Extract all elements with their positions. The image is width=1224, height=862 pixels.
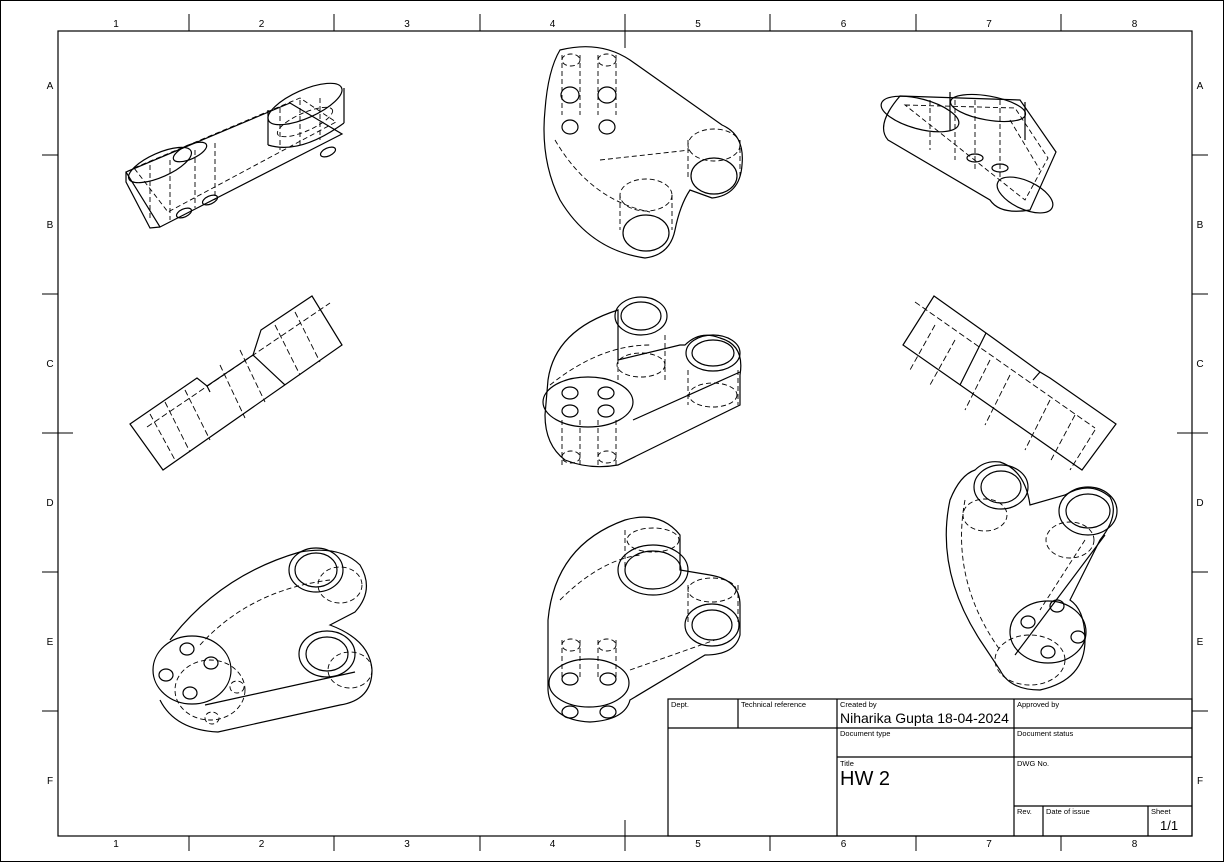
row-label-right: A: [1197, 81, 1204, 92]
title-block-frame: [667, 698, 1193, 837]
column-label-bottom: 2: [259, 839, 265, 850]
isometric-view-1: [125, 82, 345, 229]
column-label-top: 8: [1132, 19, 1138, 30]
zone-ticks: [42, 14, 1208, 851]
row-label-left: A: [47, 81, 54, 92]
row-label-left: D: [46, 498, 53, 509]
side-view-right: [902, 295, 1117, 471]
column-label-bottom: 5: [695, 839, 701, 850]
document-status-label: Document status: [1017, 729, 1074, 738]
isometric-view-9: [945, 461, 1118, 691]
title-label: Title: [840, 759, 854, 768]
isometric-view-3: [880, 92, 1057, 214]
column-label-bottom: 6: [841, 839, 847, 850]
column-label-top: 6: [841, 19, 847, 30]
side-view-left: [129, 295, 343, 471]
isometric-view-8: [547, 516, 741, 723]
isometric-view-7: [152, 547, 373, 733]
document-type-label: Document type: [840, 729, 891, 738]
column-labels-top: 1 2 3 4 5 6 7 8: [113, 19, 1138, 30]
created-by-label: Created by: [840, 700, 877, 709]
row-label-left: B: [47, 220, 54, 231]
row-labels-right: A B C D E F: [1196, 81, 1203, 787]
row-label-right: C: [1196, 359, 1203, 370]
column-label-bottom: 4: [550, 839, 556, 850]
column-label-top: 7: [986, 19, 992, 30]
sheet-label: Sheet: [1151, 807, 1171, 816]
column-label-top: 4: [550, 19, 556, 30]
row-label-right: B: [1197, 220, 1204, 231]
title-value: HW 2: [840, 768, 890, 790]
column-labels-bottom: 1 2 3 4 5 6 7 8: [113, 839, 1138, 850]
created-by-value: Niharika Gupta 18-04-2024: [840, 710, 1009, 726]
rev-label: Rev.: [1017, 807, 1032, 816]
isometric-view-2: [543, 46, 743, 259]
dept-label: Dept.: [671, 700, 689, 709]
row-label-right: D: [1196, 498, 1203, 509]
isometric-view-center: [542, 296, 742, 468]
column-label-bottom: 8: [1132, 839, 1138, 850]
column-label-bottom: 1: [113, 839, 119, 850]
dwg-no-label: DWG No.: [1017, 759, 1050, 768]
approved-by-label: Approved by: [1017, 700, 1060, 709]
column-label-top: 3: [404, 19, 410, 30]
row-label-right: F: [1197, 776, 1203, 787]
sheet-value: 1/1: [1160, 818, 1179, 833]
technical-reference-label: Technical reference: [741, 700, 807, 709]
column-label-top: 1: [113, 19, 119, 30]
row-label-left: F: [47, 776, 53, 787]
row-label-left: C: [46, 359, 53, 370]
row-label-right: E: [1197, 637, 1204, 648]
column-label-bottom: 7: [986, 839, 992, 850]
column-label-top: 5: [695, 19, 701, 30]
column-label-top: 2: [259, 19, 265, 30]
row-label-left: E: [47, 637, 54, 648]
date-of-issue-label: Date of issue: [1046, 807, 1090, 816]
row-labels-left: A B C D E F: [46, 81, 53, 787]
column-label-bottom: 3: [404, 839, 410, 850]
